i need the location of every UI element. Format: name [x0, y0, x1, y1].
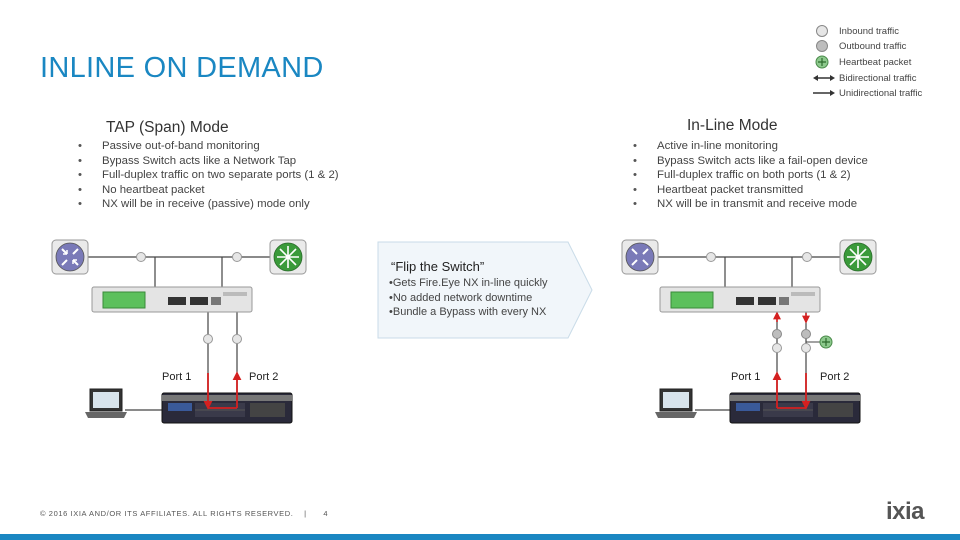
- traffic-dot: [232, 334, 242, 344]
- legend-item-bidirectional: Bidirectional traffic: [813, 71, 916, 85]
- router-icon: [621, 239, 659, 275]
- laptop-icon: [85, 388, 127, 418]
- list-item: Full-duplex traffic on two separate port…: [78, 168, 339, 183]
- heartbeat-icon: [806, 335, 833, 349]
- unidirectional-arrow-icon: [813, 87, 835, 99]
- bidirectional-arrow-icon: [813, 72, 835, 84]
- list-item: Bypass Switch acts like a fail-open devi…: [633, 154, 868, 169]
- list-item: Full-duplex traffic on both ports (1 & 2…: [633, 168, 868, 183]
- traffic-dot: [802, 252, 812, 262]
- traffic-dot: [203, 334, 213, 344]
- list-item: Active in-line monitoring: [633, 139, 868, 154]
- traffic-dot: [801, 329, 811, 339]
- legend-item-inbound: Inbound traffic: [813, 24, 899, 38]
- footer-separator: |: [304, 509, 307, 518]
- legend-item-unidirectional: Unidirectional traffic: [813, 86, 922, 100]
- list-item: No added network downtime: [389, 291, 548, 306]
- traffic-dot: [706, 252, 716, 262]
- list-item: Passive out-of-band monitoring: [78, 139, 339, 154]
- heartbeat-icon: [813, 55, 835, 69]
- list-item: Gets Fire.Eye NX in-line quickly: [389, 276, 548, 291]
- inline-port1-label: Port 1: [731, 371, 761, 383]
- inline-mode-title: In-Line Mode: [687, 117, 778, 134]
- footer: © 2016 IXIA AND/OR ITS AFFILIATES. ALL R…: [40, 509, 328, 518]
- ixia-logo: ixia: [886, 498, 925, 525]
- traffic-dot: [232, 252, 242, 262]
- bypass-switch-appliance: [91, 286, 253, 313]
- copyright-text: © 2016 IXIA AND/OR ITS AFFILIATES. ALL R…: [40, 509, 294, 518]
- list-item: Heartbeat packet transmitted: [633, 183, 868, 198]
- list-item: No heartbeat packet: [78, 183, 339, 198]
- inline-port2-label: Port 2: [820, 371, 850, 383]
- flip-bullet-list: Gets Fire.Eye NX in-line quickly No adde…: [389, 276, 548, 320]
- tap-bullet-list: Passive out-of-band monitoring Bypass Sw…: [78, 139, 339, 212]
- traffic-dot: [136, 252, 146, 262]
- list-item: NX will be in transmit and receive mode: [633, 197, 868, 212]
- bottom-accent-bar: [0, 534, 960, 540]
- laptop-icon: [655, 388, 697, 418]
- tap-port2-label: Port 2: [249, 371, 279, 383]
- list-item: Bundle a Bypass with every NX: [389, 305, 548, 320]
- bypass-switch-appliance: [659, 286, 821, 313]
- router-icon: [51, 239, 89, 275]
- traffic-dot: [772, 329, 782, 339]
- gray-dot-icon: [813, 40, 835, 52]
- tap-port1-label: Port 1: [162, 371, 192, 383]
- page-number: 4: [323, 509, 329, 518]
- traffic-dot: [801, 343, 811, 353]
- list-item: Bypass Switch acts like a Network Tap: [78, 154, 339, 169]
- switch-icon: [269, 239, 307, 275]
- traffic-dot: [772, 343, 782, 353]
- page-title: INLINE ON DEMAND: [40, 52, 324, 84]
- light-dot-icon: [813, 25, 835, 37]
- flip-title: “Flip the Switch”: [391, 259, 485, 274]
- inline-bullet-list: Active in-line monitoring Bypass Switch …: [633, 139, 868, 212]
- switch-icon: [839, 239, 877, 275]
- tap-mode-title: TAP (Span) Mode: [106, 119, 229, 136]
- list-item: NX will be in receive (passive) mode onl…: [78, 197, 339, 212]
- legend-item-outbound: Outbound traffic: [813, 39, 906, 53]
- legend-item-heartbeat: Heartbeat packet: [813, 55, 911, 69]
